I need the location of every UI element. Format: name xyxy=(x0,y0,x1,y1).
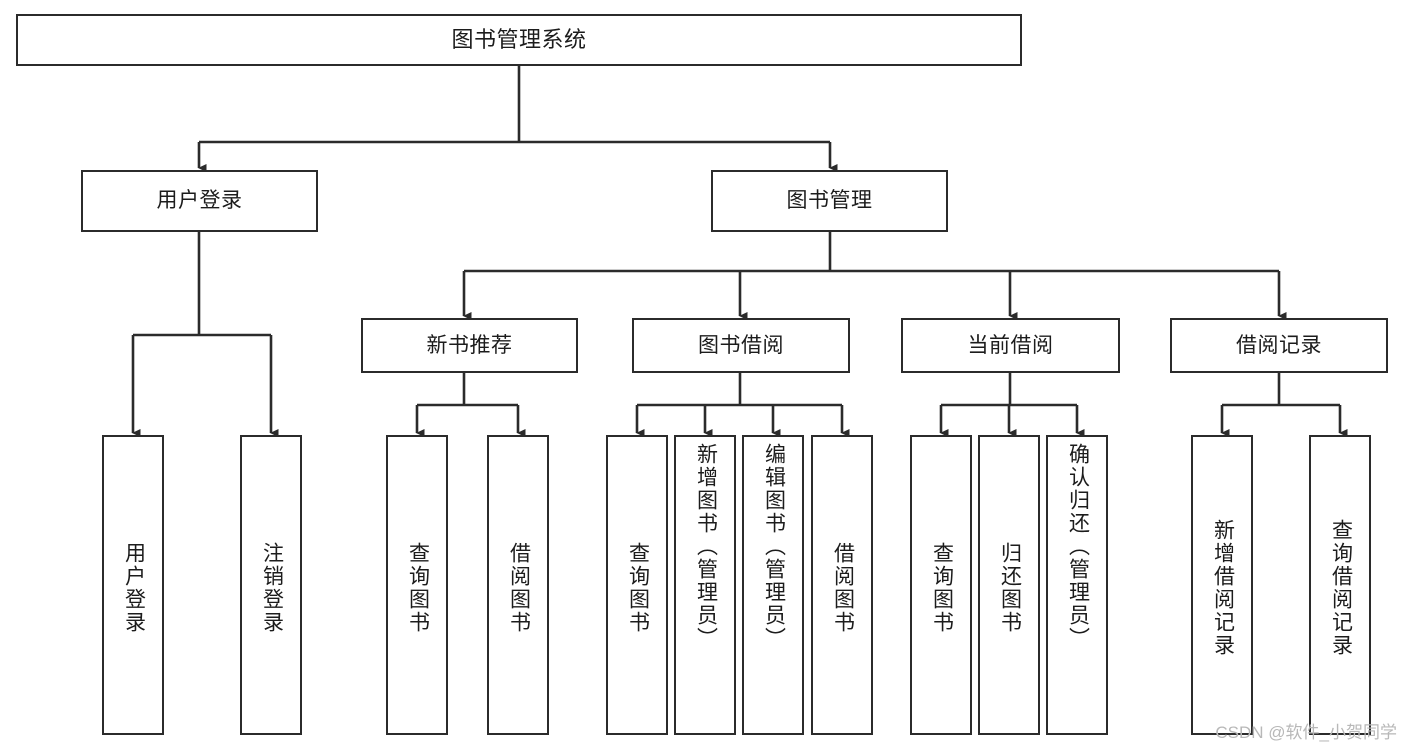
node-leaf-user-login-label: 用户登录 xyxy=(122,542,146,634)
node-current-borrow[interactable]: 当前借阅 xyxy=(901,318,1120,373)
node-leaf-borrow-book-2-label: 借阅图书 xyxy=(831,542,855,634)
node-new-book-recommend[interactable]: 新书推荐 xyxy=(361,318,578,373)
node-leaf-return-book[interactable]: 归还图书 xyxy=(978,435,1040,735)
node-borrow-record-label: 借阅记录 xyxy=(1236,333,1322,357)
node-leaf-query-book-1-label: 查询图书 xyxy=(406,542,430,634)
node-leaf-query-record-label: 查询借阅记录 xyxy=(1329,519,1353,657)
csdn-watermark: CSDN @软件_小贺同学 xyxy=(1215,723,1397,742)
node-leaf-add-book-label: 新增图书（管理员） xyxy=(694,443,718,650)
node-user-login-label: 用户登录 xyxy=(156,189,243,213)
node-user-login[interactable]: 用户登录 xyxy=(81,170,318,232)
node-book-management[interactable]: 图书管理 xyxy=(711,170,948,232)
node-leaf-confirm-return-label: 确认归还（管理员） xyxy=(1066,443,1090,650)
node-leaf-logout-login[interactable]: 注销登录 xyxy=(240,435,302,735)
node-leaf-add-record-label: 新增借阅记录 xyxy=(1211,519,1235,657)
node-leaf-query-book-3[interactable]: 查询图书 xyxy=(910,435,972,735)
node-leaf-borrow-book-1[interactable]: 借阅图书 xyxy=(487,435,549,735)
node-book-borrow-label: 图书借阅 xyxy=(698,333,784,357)
node-root-system[interactable]: 图书管理系统 xyxy=(16,14,1022,66)
node-current-borrow-label: 当前借阅 xyxy=(967,333,1054,357)
node-leaf-add-book[interactable]: 新增图书（管理员） xyxy=(674,435,736,735)
node-leaf-edit-book[interactable]: 编辑图书（管理员） xyxy=(742,435,804,735)
node-new-book-recommend-label: 新书推荐 xyxy=(426,333,513,357)
node-leaf-query-record[interactable]: 查询借阅记录 xyxy=(1309,435,1371,735)
node-book-borrow[interactable]: 图书借阅 xyxy=(632,318,850,373)
node-leaf-query-book-1[interactable]: 查询图书 xyxy=(386,435,448,735)
node-leaf-return-book-label: 归还图书 xyxy=(998,542,1022,634)
node-leaf-borrow-book-1-label: 借阅图书 xyxy=(507,542,531,634)
node-leaf-query-book-3-label: 查询图书 xyxy=(930,542,954,634)
node-leaf-borrow-book-2[interactable]: 借阅图书 xyxy=(811,435,873,735)
node-leaf-add-record[interactable]: 新增借阅记录 xyxy=(1191,435,1253,735)
node-leaf-query-book-2-label: 查询图书 xyxy=(626,542,650,634)
node-book-management-label: 图书管理 xyxy=(786,189,873,213)
node-borrow-record[interactable]: 借阅记录 xyxy=(1170,318,1388,373)
node-leaf-logout-login-label: 注销登录 xyxy=(260,542,284,634)
node-leaf-user-login[interactable]: 用户登录 xyxy=(102,435,164,735)
node-leaf-query-book-2[interactable]: 查询图书 xyxy=(606,435,668,735)
node-leaf-edit-book-label: 编辑图书（管理员） xyxy=(762,443,786,650)
node-root-system-label: 图书管理系统 xyxy=(451,26,587,52)
node-leaf-confirm-return[interactable]: 确认归还（管理员） xyxy=(1046,435,1108,735)
